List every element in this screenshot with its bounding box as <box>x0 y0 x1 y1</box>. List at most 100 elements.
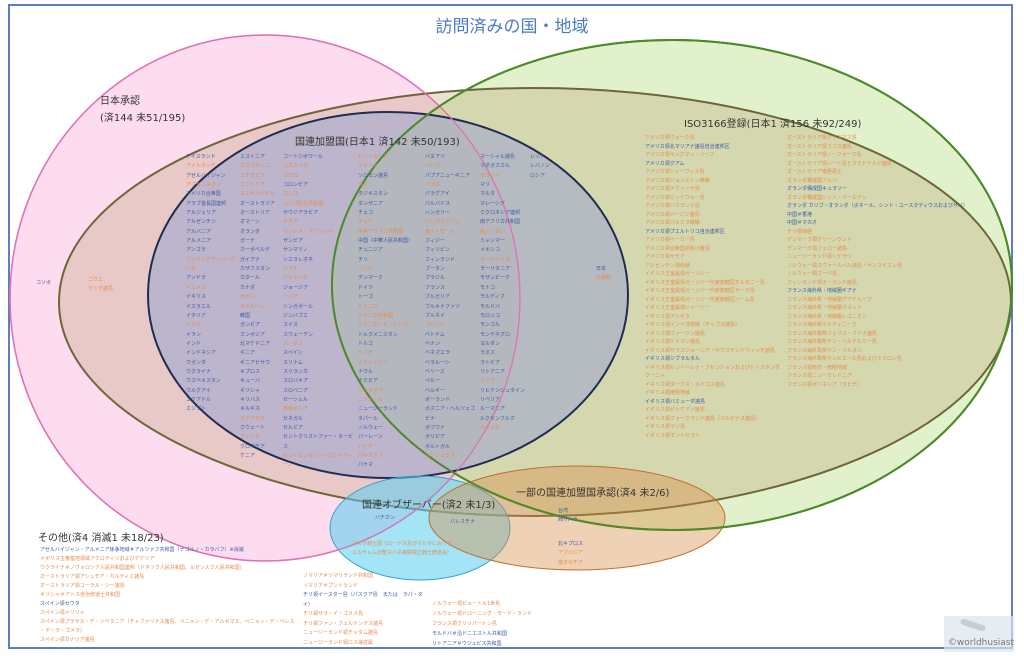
region-item: フランス海外準県サン・バルテルミー島 <box>787 339 877 345</box>
region-item: ルクセンブルク <box>480 415 515 422</box>
region-item: オマーン <box>240 219 260 226</box>
region-item: オーストラリア領コーラル・シー諸島 <box>40 583 125 589</box>
region-item: オーストラリア領アシュモア・カルティエ諸島 <box>40 574 145 580</box>
region-item: ブラジル <box>425 275 445 282</box>
region-item: カザフスタン <box>240 266 271 273</box>
region-item: ガンビア <box>240 322 261 329</box>
region-item: ニュージーランド領トケラウ <box>787 254 852 260</box>
region-item: アゼルバイジャン <box>186 172 226 179</box>
region-item: ガイアナ <box>240 256 260 263</box>
region-item: コスタリカ <box>283 163 309 170</box>
region-item: イギリス領ヴァージン諸島 <box>645 330 705 337</box>
region-item: カナダ <box>240 284 256 291</box>
region-item: イギリス領モントセラト <box>645 432 701 439</box>
region-item: マーシャル諸島 <box>480 154 515 160</box>
region-item: ケニア <box>240 453 256 459</box>
region-item: クロアチア <box>240 443 265 450</box>
region-item: スリランカ <box>283 368 309 375</box>
region-item: エクアドル <box>186 396 212 403</box>
region-item: ニュージーランド <box>358 406 398 413</box>
region-item: モロッコ <box>480 312 501 319</box>
region-item: イギリス王室属領ガーンジー代官管轄区ハーム島 <box>645 296 755 303</box>
region-item: バハマ <box>425 163 441 170</box>
region-item: ガーナ <box>240 238 256 245</box>
region-item: チリ領南極 <box>787 228 813 235</box>
region-item: コンゴ <box>283 191 299 198</box>
region-item: アラブ首長国連邦 <box>186 200 227 207</box>
partial-recognition-set <box>428 465 726 571</box>
region-item: チャド <box>358 219 373 226</box>
iso3166-label: ISO3166登録(日本1 済156 未92/249) <box>684 119 862 130</box>
region-item: 中国＃マカオ <box>787 220 818 226</box>
region-item: アメリカ合衆国 <box>186 191 221 198</box>
region-item: ルーマニア <box>480 406 506 413</box>
region-item: 日本 <box>596 266 607 272</box>
region-item: バチカン <box>375 515 396 521</box>
region-item: タンザニア <box>358 200 384 207</box>
region-item: マルタ <box>480 191 496 198</box>
japan-only-list: コソボ <box>36 279 51 288</box>
region-item: ニウエ <box>88 277 104 283</box>
region-item: セントビンセント・グレナディーン <box>283 453 353 469</box>
region-item: イギリス領サウスジョージア・サウスサンドウィッチ諸島 <box>645 347 775 354</box>
region-item: アメリカ領ジャーヴィス島 <box>645 169 705 175</box>
region-item: ウズベキスタン <box>186 378 221 385</box>
region-item: フランス海外準県サン・マルタン <box>787 347 862 354</box>
un-column-6: マーシャル諸島マダガスカルマラウイマリマルタマレーシアミクロネシア連邦南アフリカ… <box>480 153 527 433</box>
region-item: ドミニカ <box>358 303 379 310</box>
region-item: チリ領イースター島（パスクア島 または ラパ・ヌイ） <box>303 592 423 608</box>
partial-list: 北キプロスアブハジア南オセチア <box>558 540 583 568</box>
region-item: レソト <box>530 154 546 160</box>
region-item: 北キプロス <box>558 541 584 547</box>
region-item: 中央アフリカ共和国 <box>358 228 404 235</box>
region-item: モンテネグロ <box>480 331 511 338</box>
region-item: ブータン <box>425 266 446 273</box>
region-item: ルワンダ <box>480 424 501 431</box>
region-item: ドイツ <box>358 284 374 291</box>
un-column-1: アイスランドアイルランドアゼルバイジャンアフガニスタンアメリカ合衆国アラブ首長国… <box>186 153 237 415</box>
region-item: ギリシャ＃アトス自治修道士共和国 <box>40 592 121 598</box>
un-not-japan-list: 日本北朝鮮 <box>596 265 611 284</box>
region-item: モーリタニア <box>480 266 511 273</box>
region-item: フランス海外県・地域圏マヨット <box>787 305 862 311</box>
region-item: スウェーデン <box>283 331 314 338</box>
region-item: フランス領ニューカレドニア <box>787 373 852 379</box>
region-item: インドネシア <box>186 350 217 357</box>
region-item: ウガンダ <box>186 359 207 366</box>
region-item: シンガポール <box>283 303 314 310</box>
region-item: パラオ <box>425 182 441 189</box>
region-item: ナイジェリア <box>358 359 389 366</box>
region-item: パキスタン <box>358 453 383 459</box>
region-item: 韓国 <box>240 312 251 319</box>
region-item: ニカラグア <box>358 387 384 394</box>
region-item: イギリス領ジブラルタル <box>645 356 701 362</box>
region-item: モナコ <box>480 284 496 291</box>
region-item: スロバキア <box>283 378 309 385</box>
un-column-2: エストニアエスワティニエチオピアエリトリアエルサルバドルオーストラリアオーストリ… <box>240 153 281 461</box>
region-item: オーストラリア領ココス諸島 <box>787 143 852 150</box>
region-item: ブルガリア <box>425 294 450 301</box>
region-item: イギリス領セントヘレナ・アセンションおよびトリスタンダクーニャ <box>645 364 780 380</box>
region-item: アメリカ領サモア <box>645 254 685 260</box>
region-item: デンマーク <box>358 275 384 282</box>
observer-list-2: パレスチナ <box>450 518 475 527</box>
region-item: ソマリア＃プントランド <box>303 582 359 589</box>
region-item: デンマーク領フェロー諸島 <box>787 245 848 252</box>
region-item: スペイン領メリリャ <box>40 610 85 616</box>
region-item: サントメ・プリンシペ <box>283 228 334 235</box>
region-item: イギリス領フォークランド諸島（マルビナス諸島） <box>645 415 761 422</box>
un-column-4: セントルシアソマリアソロモン諸島タイタジキスタンタンザニアチェコチャド中央アフリ… <box>358 153 422 471</box>
observer-list: バチカン <box>375 514 395 523</box>
region-item: ウルグアイ <box>186 387 211 394</box>
region-item: トルクメニスタン <box>358 331 398 338</box>
region-item: アメリカ領バージン諸島 <box>645 211 700 218</box>
region-item: イギリス領タークス・カイコス諸島 <box>645 381 725 388</box>
region-item: ボツワナ <box>425 424 446 431</box>
region-item: コンゴ民主共和国 <box>283 200 324 207</box>
region-item: アゼルバイジャン・アルメニア係争地域＃アルツァフ共和国（ナゴルノ・カラバフ）※消… <box>40 547 244 553</box>
region-item: インド <box>186 340 202 347</box>
region-item: ニュージーランド領ロス海従属 <box>303 639 373 646</box>
region-item: ブルネイ <box>425 312 446 319</box>
region-item: フィンランド <box>425 256 455 263</box>
